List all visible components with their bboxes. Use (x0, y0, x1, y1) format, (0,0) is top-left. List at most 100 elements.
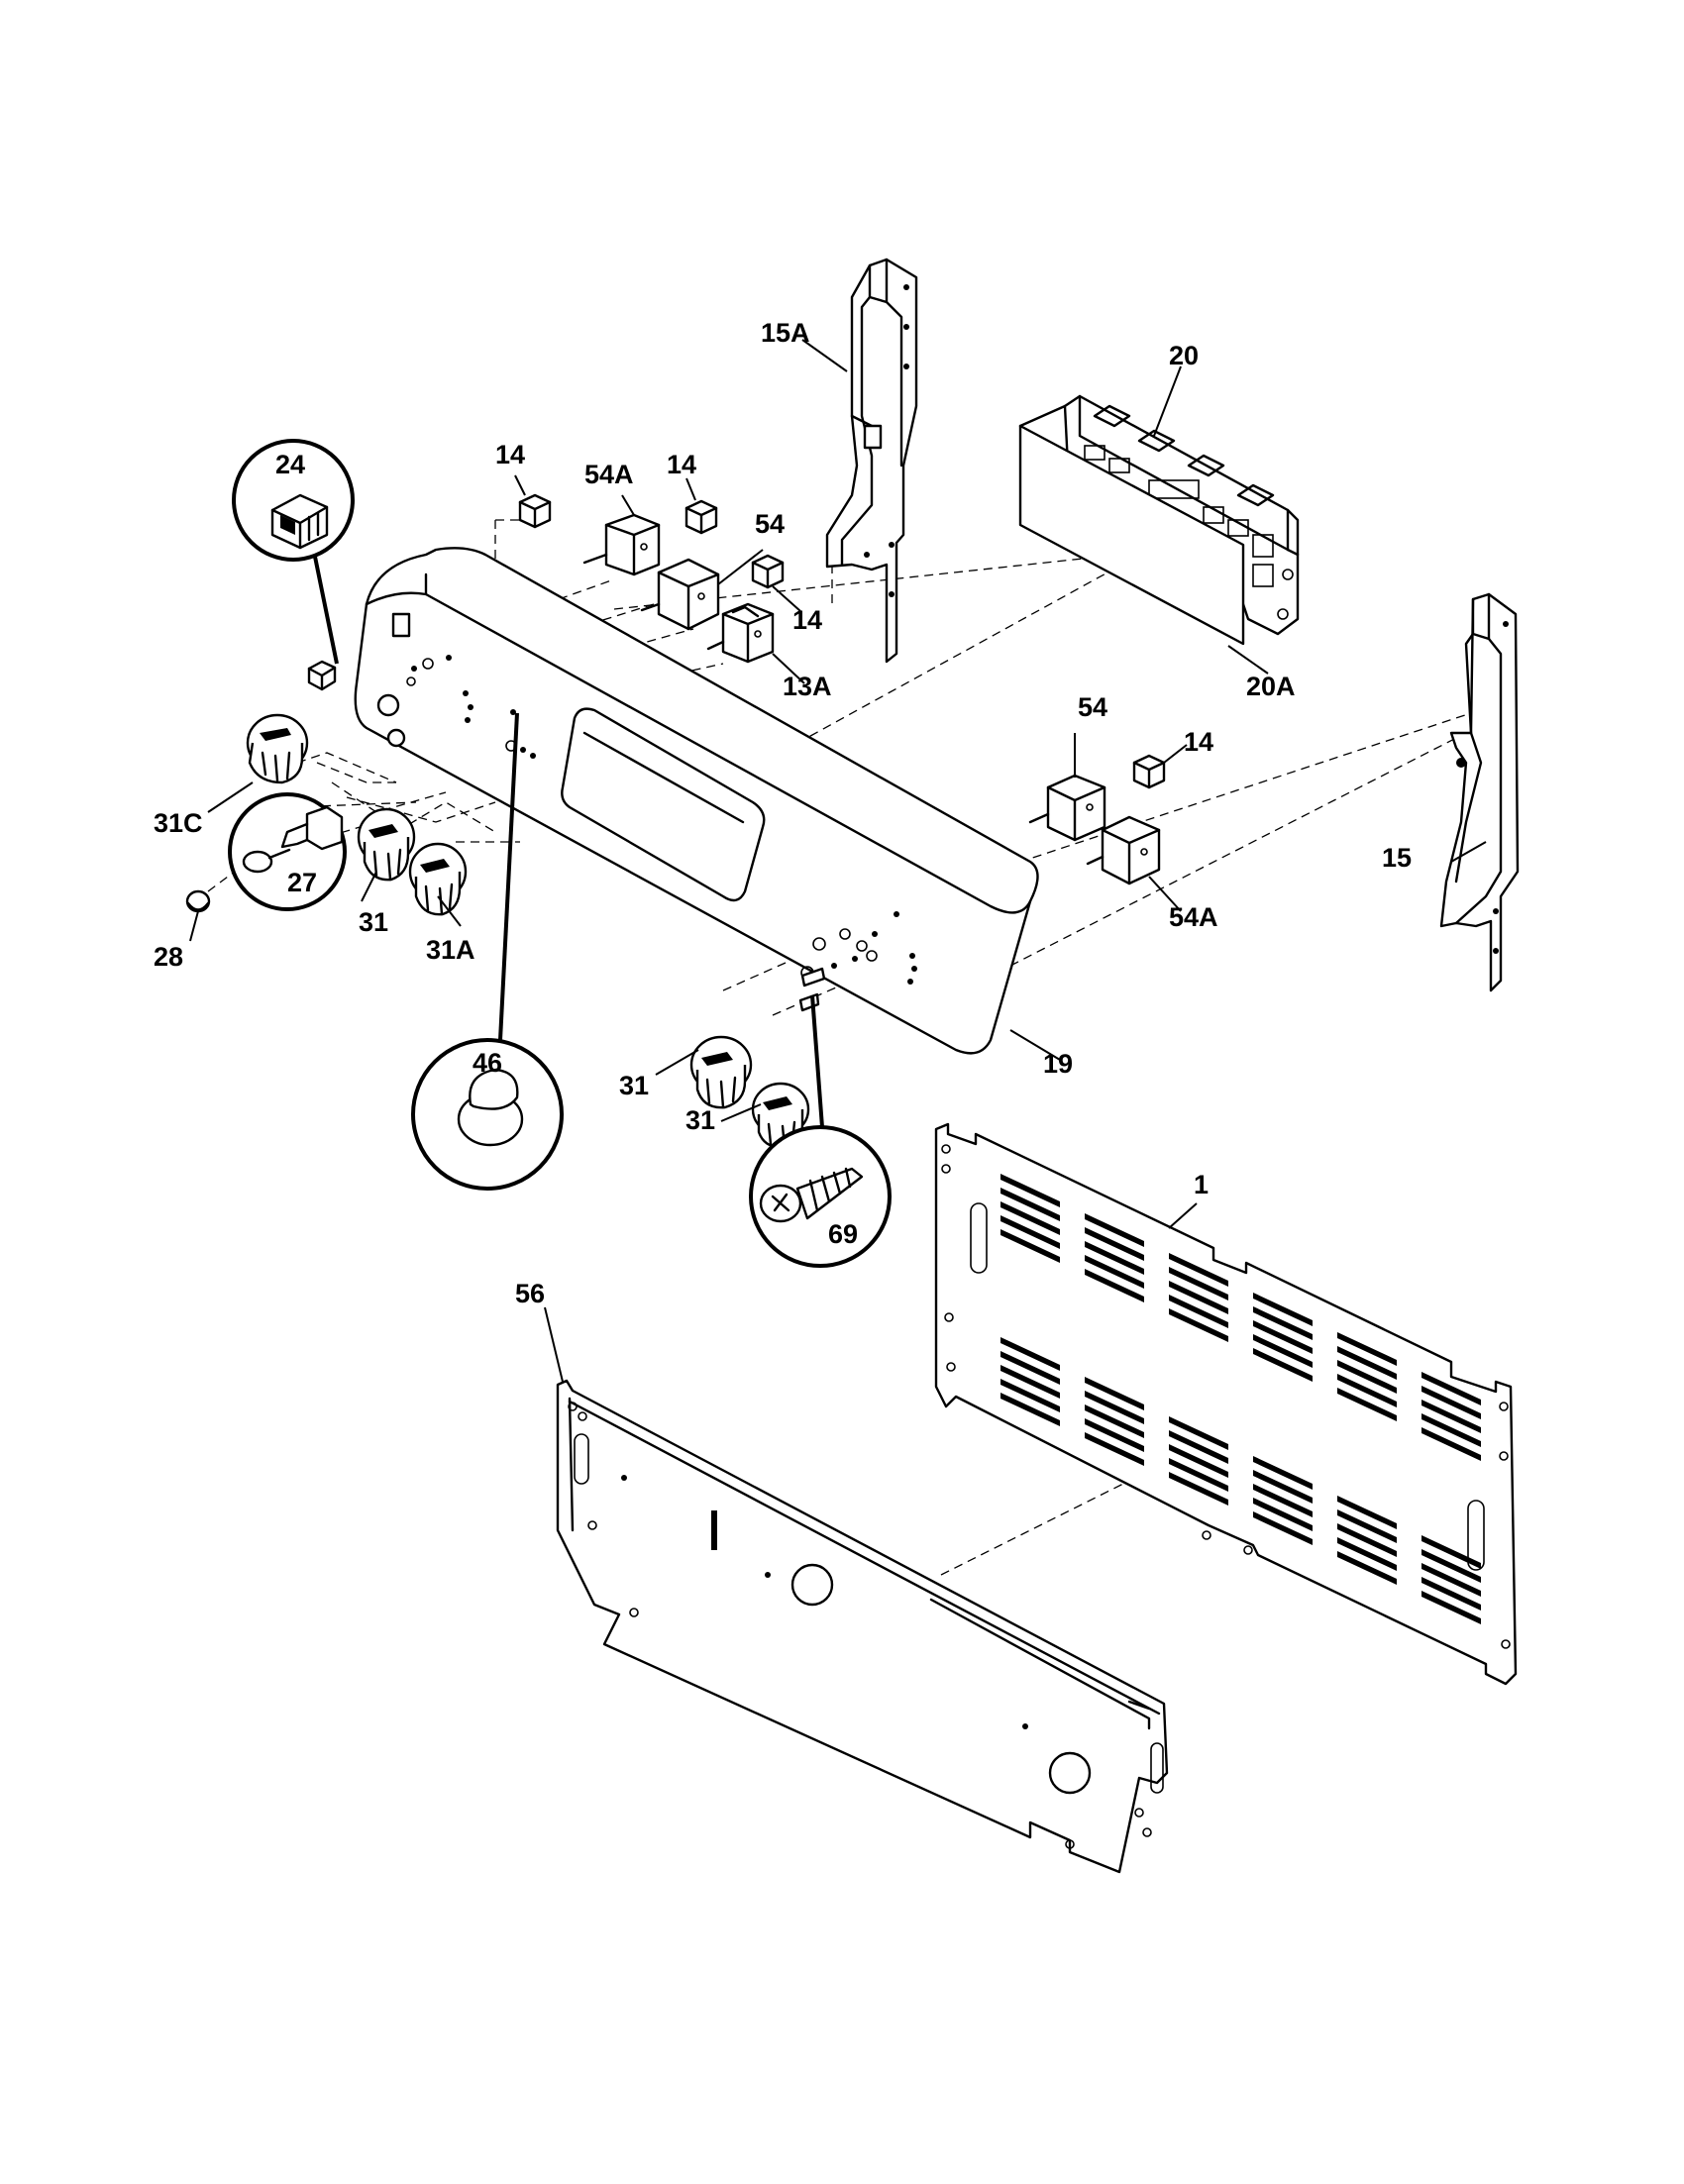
vent-slot (1253, 1320, 1313, 1354)
vent-slots (1000, 1174, 1481, 1624)
label-19: 19 (1043, 1049, 1073, 1079)
label-56: 56 (515, 1279, 545, 1308)
infinite-switch-54-upper (640, 558, 720, 631)
label-15A: 15A (761, 318, 810, 348)
vent-slot (1253, 1498, 1313, 1531)
vent-slot (1421, 1427, 1481, 1461)
vent-slot (1421, 1400, 1481, 1433)
label-46: 46 (473, 1048, 502, 1078)
vent-slot (1000, 1365, 1060, 1399)
vent-slot (1169, 1458, 1228, 1492)
vent-slot (1337, 1388, 1397, 1421)
infinite-switch-54A-upper (582, 513, 661, 576)
vent-slot (1337, 1346, 1397, 1380)
knob-31-right (751, 1082, 810, 1149)
vent-slot (1085, 1377, 1144, 1410)
vent-slot (1253, 1456, 1313, 1490)
vent-slot (1085, 1227, 1144, 1261)
vent-slot (1337, 1509, 1397, 1543)
label-54-upper: 54 (755, 509, 785, 539)
callout-24 (232, 439, 355, 665)
terminal-block-14-d (1132, 754, 1166, 789)
vent-slot (1000, 1188, 1060, 1221)
label-20A: 20A (1246, 672, 1296, 701)
leader-lines (189, 339, 1487, 1383)
label-31-right: 31 (685, 1105, 715, 1135)
rocker-switch-icon (270, 493, 329, 550)
vent-slot (1253, 1293, 1313, 1326)
vent-slot (1169, 1416, 1228, 1450)
vent-slot (1169, 1444, 1228, 1478)
label-31-left: 31 (359, 907, 388, 937)
label-20: 20 (1169, 341, 1199, 370)
terminal-block-14-c (751, 554, 785, 589)
label-31A: 31A (426, 935, 475, 965)
vent-slot (1169, 1308, 1228, 1342)
vent-slot (1169, 1267, 1228, 1300)
label-69: 69 (828, 1219, 858, 1249)
knob-31C (246, 713, 309, 784)
vent-slot (1337, 1537, 1397, 1571)
vent-slot (1337, 1360, 1397, 1394)
label-15: 15 (1382, 843, 1412, 873)
vent-slot (1253, 1484, 1313, 1517)
vent-slot (1085, 1418, 1144, 1452)
vent-slot (1337, 1374, 1397, 1407)
vent-slot (1000, 1174, 1060, 1207)
label-54A-upper: 54A (584, 460, 634, 489)
knob-31-left (357, 807, 416, 882)
label-14-a: 14 (495, 440, 525, 469)
electronic-control-board-20 (1018, 394, 1300, 646)
vent-slot (1085, 1241, 1144, 1275)
vent-slot (1000, 1379, 1060, 1412)
switch-27-icon (242, 805, 344, 874)
vent-slot (1253, 1306, 1313, 1340)
vent-slot (1253, 1334, 1313, 1368)
terminal-block-14-a (518, 493, 552, 529)
vent-slot (1337, 1523, 1397, 1557)
vent-slot (1000, 1215, 1060, 1249)
vent-slot (1085, 1391, 1144, 1424)
vent-slot (1253, 1470, 1313, 1504)
vent-slot (1169, 1472, 1228, 1506)
vent-slot (1169, 1281, 1228, 1314)
vent-slot (1421, 1413, 1481, 1447)
hole-plug-icon (457, 1068, 524, 1147)
label-31-center: 31 (619, 1071, 649, 1100)
callout-27 (228, 792, 347, 911)
vent-slot (1000, 1393, 1060, 1426)
vent-slot (1085, 1432, 1144, 1466)
vent-slot (1421, 1372, 1481, 1405)
label-28: 28 (154, 942, 183, 972)
vent-slot (1421, 1591, 1481, 1624)
hole-plug-28 (185, 889, 211, 913)
vent-slot (1085, 1255, 1144, 1289)
vent-slot (1000, 1337, 1060, 1371)
vent-slot (1421, 1577, 1481, 1611)
switch-13A (706, 602, 775, 664)
vent-slot (1169, 1430, 1228, 1464)
label-54-right: 54 (1078, 692, 1107, 722)
control-panel-19 (354, 547, 1039, 1055)
screw-icon (759, 1167, 864, 1223)
vent-slot (1421, 1535, 1481, 1569)
vent-slot (1421, 1386, 1481, 1419)
vent-slot (1337, 1551, 1397, 1585)
label-14-d: 14 (1184, 727, 1213, 757)
infinite-switch-54-right (1028, 774, 1106, 842)
lower-panel-56 (556, 1379, 1169, 1874)
vent-slot (1337, 1496, 1397, 1529)
vent-slot (1000, 1229, 1060, 1263)
knob-31A (408, 842, 468, 916)
vent-slot (1000, 1351, 1060, 1385)
label-1: 1 (1194, 1170, 1209, 1199)
label-27: 27 (287, 868, 317, 897)
callout-69 (749, 994, 892, 1268)
vent-slot (1169, 1295, 1228, 1328)
rear-panel-1 (934, 1122, 1518, 1686)
vent-slot (1421, 1549, 1481, 1583)
label-54A-right: 54A (1169, 902, 1218, 932)
label-31C: 31C (154, 808, 203, 838)
label-24: 24 (275, 450, 305, 479)
